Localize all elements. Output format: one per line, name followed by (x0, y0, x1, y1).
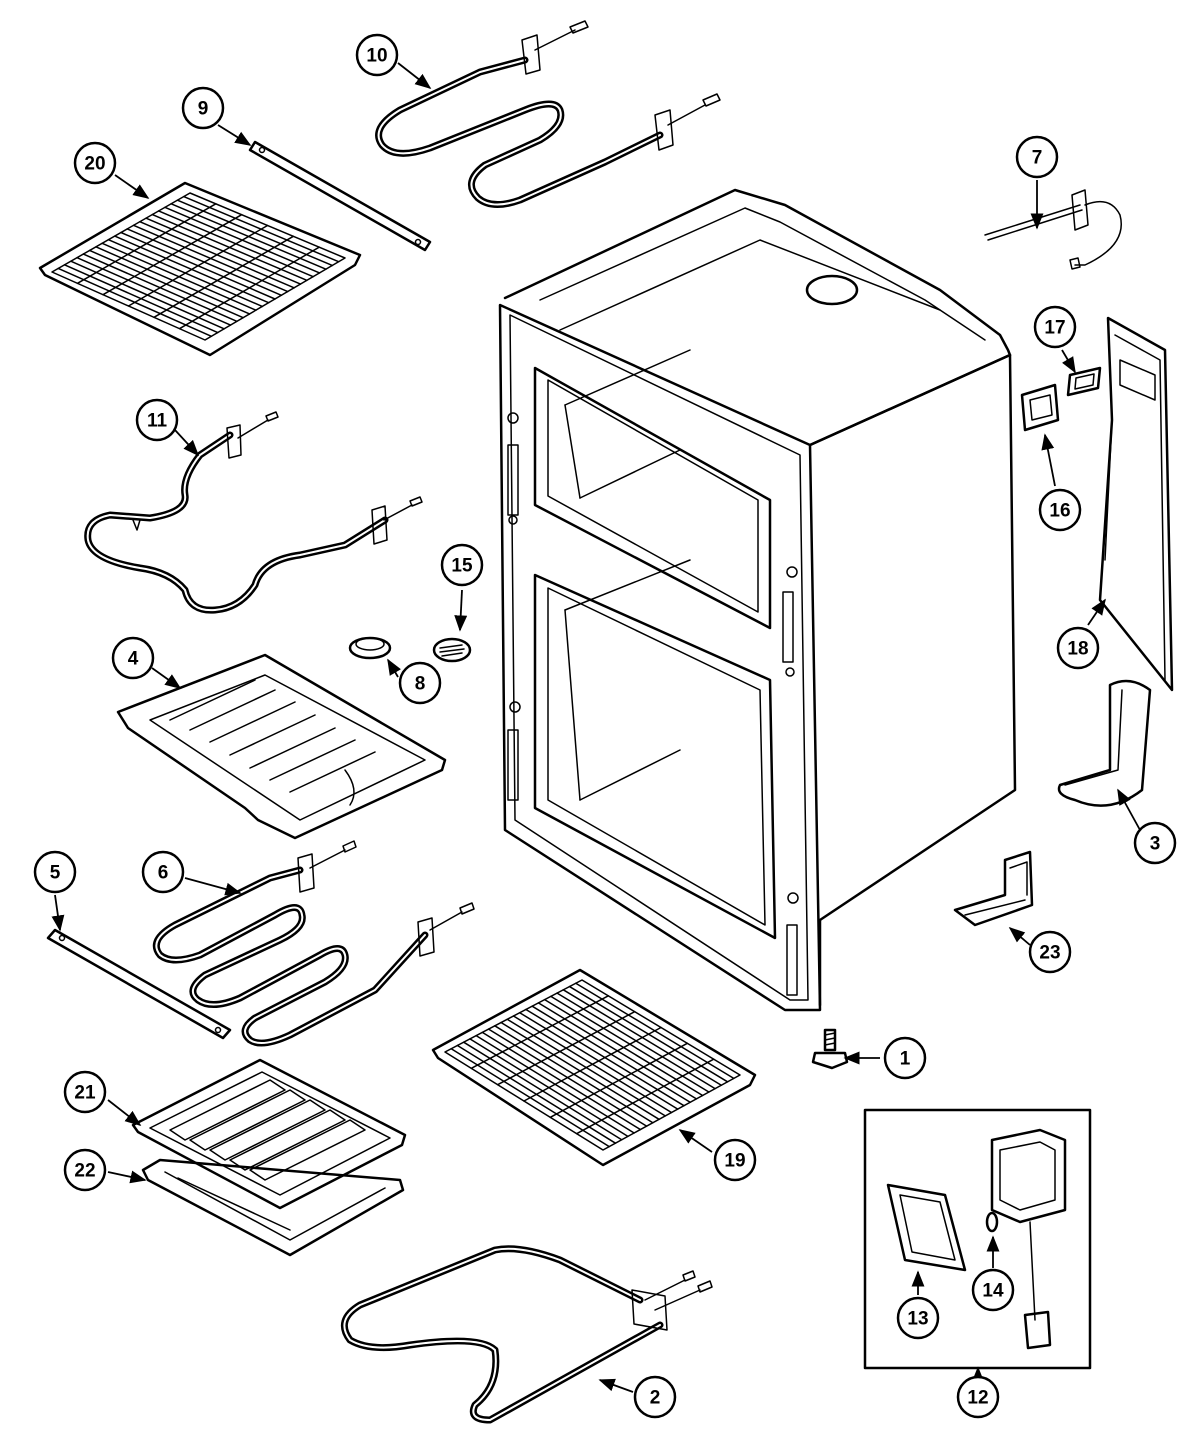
callout-leader-20 (114, 174, 150, 199)
temperature-sensor (984, 189, 1122, 270)
callout-label-16: 16 (1049, 501, 1070, 522)
callout-label-5: 5 (50, 863, 61, 884)
callout-16: 16 (1038, 488, 1082, 532)
callout-leader-17 (1061, 349, 1076, 374)
callout-label-23: 23 (1039, 943, 1060, 964)
callout-label-14: 14 (982, 1281, 1004, 1302)
callout-label-8: 8 (415, 674, 426, 695)
leveling-leg (811, 1028, 849, 1070)
bake-element-cover (116, 653, 447, 840)
light-kit-box (863, 1108, 1092, 1370)
oven-cavity (498, 188, 1017, 1012)
callout-12: 12 (956, 1375, 1000, 1419)
callout-19: 19 (713, 1138, 757, 1182)
callout-leader-18 (1087, 598, 1106, 626)
callout-label-7: 7 (1032, 148, 1043, 169)
callout-label-4: 4 (128, 649, 139, 670)
callout-14: 14 (971, 1268, 1015, 1312)
light-housing (1020, 383, 1060, 432)
mounting-bracket (953, 850, 1034, 927)
callout-label-17: 17 (1044, 318, 1065, 339)
callout-leader-22 (107, 1170, 147, 1184)
callout-leader-9 (217, 124, 252, 146)
callout-leader-2 (598, 1378, 634, 1393)
light-lens (1066, 366, 1102, 397)
callout-label-18: 18 (1067, 639, 1088, 660)
light-socket-harness (990, 1128, 1067, 1350)
callout-9: 9 (181, 86, 225, 130)
callout-label-9: 9 (198, 99, 209, 120)
callout-leader-11 (174, 429, 200, 457)
callout-leader-8 (387, 658, 401, 678)
trim-strip-upper (248, 140, 432, 252)
callout-label-12: 12 (967, 1388, 988, 1409)
callout-17: 17 (1033, 305, 1077, 349)
callout-2: 2 (633, 1375, 677, 1419)
callout-label-11: 11 (147, 411, 168, 432)
callout-label-3: 3 (1150, 834, 1161, 855)
callout-4: 4 (111, 636, 155, 680)
callout-leader-5 (51, 894, 65, 932)
callout-label-1: 1 (900, 1049, 911, 1070)
callout-leader-3 (1117, 788, 1141, 831)
callout-leader-23 (1008, 926, 1031, 946)
callout-leader-15 (454, 589, 468, 632)
callout-label-19: 19 (724, 1151, 745, 1172)
oven-rack-upper (38, 181, 362, 357)
side-trim-panel (1098, 316, 1174, 692)
light-bulb (985, 1211, 999, 1233)
callout-label-10: 10 (366, 46, 387, 67)
light-lens-kit (886, 1183, 967, 1272)
callout-23: 23 (1028, 930, 1072, 974)
bake-element-bottom (340, 1245, 713, 1424)
callout-label-6: 6 (158, 863, 169, 884)
callout-7: 7 (1015, 135, 1059, 179)
callout-5: 5 (33, 850, 77, 894)
callout-label-20: 20 (84, 154, 105, 175)
callout-21: 21 (63, 1070, 107, 1114)
trim-strip-lower (46, 928, 232, 1040)
callout-20: 20 (73, 141, 117, 185)
callout-13: 13 (896, 1296, 940, 1340)
callout-label-13: 13 (907, 1309, 928, 1330)
callout-leader-21 (107, 1099, 142, 1126)
callout-8: 8 (398, 661, 442, 705)
callout-6: 6 (141, 850, 185, 894)
callout-label-22: 22 (74, 1161, 95, 1182)
callout-11: 11 (135, 398, 179, 442)
callout-15: 15 (440, 543, 484, 587)
callout-18: 18 (1056, 626, 1100, 670)
cap-part-15 (432, 637, 472, 663)
cap-part-8 (348, 636, 392, 660)
callout-label-21: 21 (74, 1083, 96, 1104)
callout-leader-6 (184, 877, 242, 896)
callout-leader-19 (678, 1129, 713, 1153)
callout-10: 10 (355, 33, 399, 77)
callout-22: 22 (63, 1148, 107, 1192)
callout-leader-4 (151, 667, 182, 689)
callout-leader-10 (397, 62, 432, 89)
callout-label-2: 2 (650, 1388, 661, 1409)
broiler-pan-insert (131, 1058, 407, 1210)
corner-trim (1057, 679, 1152, 807)
callout-1: 1 (883, 1036, 927, 1080)
broiler-pan (141, 1158, 405, 1257)
callout-3: 3 (1133, 821, 1177, 865)
callout-label-15: 15 (451, 556, 473, 577)
bake-element-middle (84, 411, 423, 614)
oven-rack-lower (431, 968, 757, 1167)
callout-leader-16 (1041, 433, 1056, 487)
broil-element-top (375, 20, 721, 208)
bake-element-coiled (152, 840, 475, 1047)
